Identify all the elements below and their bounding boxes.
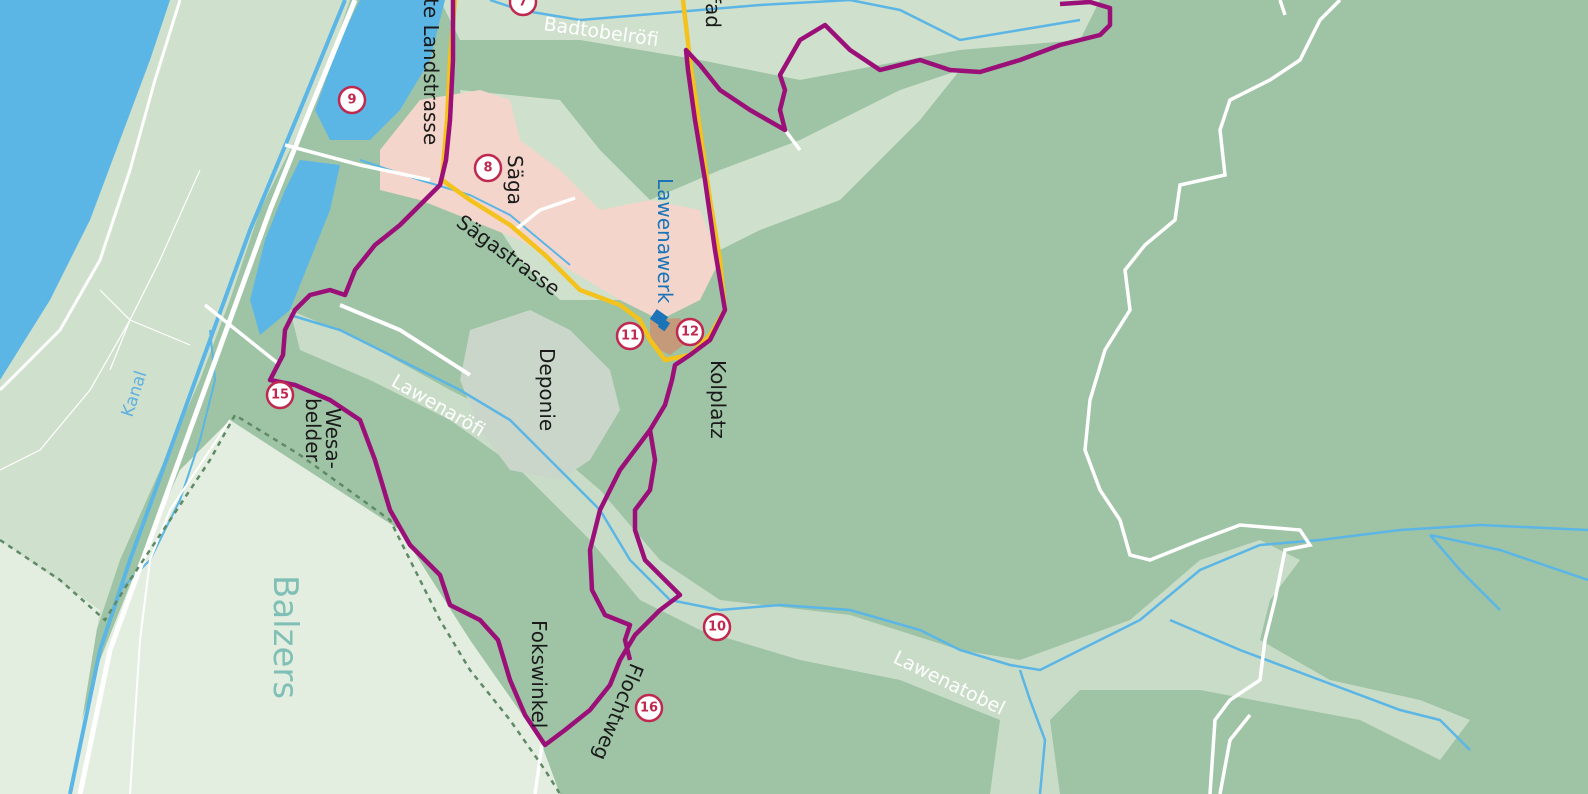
- pond-lower: [250, 160, 340, 335]
- road-top-right: [1278, 0, 1287, 16]
- label-alte-landstrasse: te Landstrasse: [419, 0, 443, 145]
- road-balzers-inner: [129, 419, 231, 794]
- svg-text:7: 7: [518, 0, 527, 10]
- marker-9[interactable]: 9: [337, 85, 367, 115]
- path-thin-3: [0, 319, 131, 471]
- meadow-deponie: [460, 310, 620, 480]
- marker-7[interactable]: 7: [508, 0, 538, 17]
- canal: [68, 0, 347, 794]
- stream-lawena: [289, 313, 1588, 672]
- svg-text:9: 9: [347, 93, 356, 108]
- marker-15[interactable]: 15: [265, 380, 295, 410]
- svg-text:16: 16: [640, 701, 658, 716]
- purple-route-main: [267, 0, 1113, 748]
- svg-text:12: 12: [681, 325, 699, 340]
- svg-text:15: 15: [271, 388, 289, 403]
- meadow-badtobel: [440, 0, 1100, 80]
- label-deponie: Deponie: [535, 348, 559, 431]
- svg-text:8: 8: [483, 161, 492, 176]
- label-saega: Säga: [503, 155, 527, 205]
- road-main: [77, 0, 358, 794]
- lawenawerk-icon: [649, 309, 671, 332]
- road-forest-branch: [783, 128, 802, 152]
- stream-kanal-side: [119, 329, 217, 591]
- stream-lower: [1018, 669, 1047, 794]
- label-balzers: Balzers: [265, 575, 305, 699]
- road-saega: [513, 196, 576, 232]
- road-east-lower: [1218, 713, 1252, 794]
- stream-branch-east: [1429, 533, 1588, 611]
- label-fokswinkel: Fokswinkel: [527, 620, 551, 728]
- marker-8[interactable]: 8: [473, 153, 503, 183]
- svg-text:10: 10: [708, 620, 726, 635]
- marker-10[interactable]: 10: [702, 612, 732, 642]
- yellow-route: [439, 0, 728, 363]
- stream-branch-right: [1169, 618, 1471, 751]
- road-fokswinkel: [533, 744, 544, 794]
- label-wesa: Wesa-: [321, 408, 345, 469]
- label-lawenawerk: Lawenawerk: [653, 178, 677, 304]
- road-deponie: [339, 303, 472, 377]
- label-kolplatz: Kolplatz: [706, 360, 730, 439]
- boundary-line: [0, 413, 562, 794]
- svg-text:11: 11: [621, 329, 639, 344]
- rhine-river: [0, 0, 170, 380]
- road-left: [0, 0, 182, 392]
- marker-12[interactable]: 12: [675, 317, 705, 347]
- marker-16[interactable]: 16: [634, 693, 664, 723]
- label-belder: belder: [301, 398, 325, 463]
- road-side-2: [203, 303, 282, 367]
- path-thin-1: [109, 169, 201, 371]
- label-pfad: fad: [701, 0, 725, 28]
- road-east-forest: [1083, 0, 1342, 794]
- purple-route-loop: [587, 428, 652, 661]
- balzers-field: [60, 420, 560, 794]
- marker-11[interactable]: 11: [615, 321, 645, 351]
- road-side-1: [284, 143, 431, 182]
- lower-left-field: [0, 540, 100, 794]
- stream-badtobel: [489, 0, 1081, 42]
- meadow-lawena: [290, 310, 1470, 794]
